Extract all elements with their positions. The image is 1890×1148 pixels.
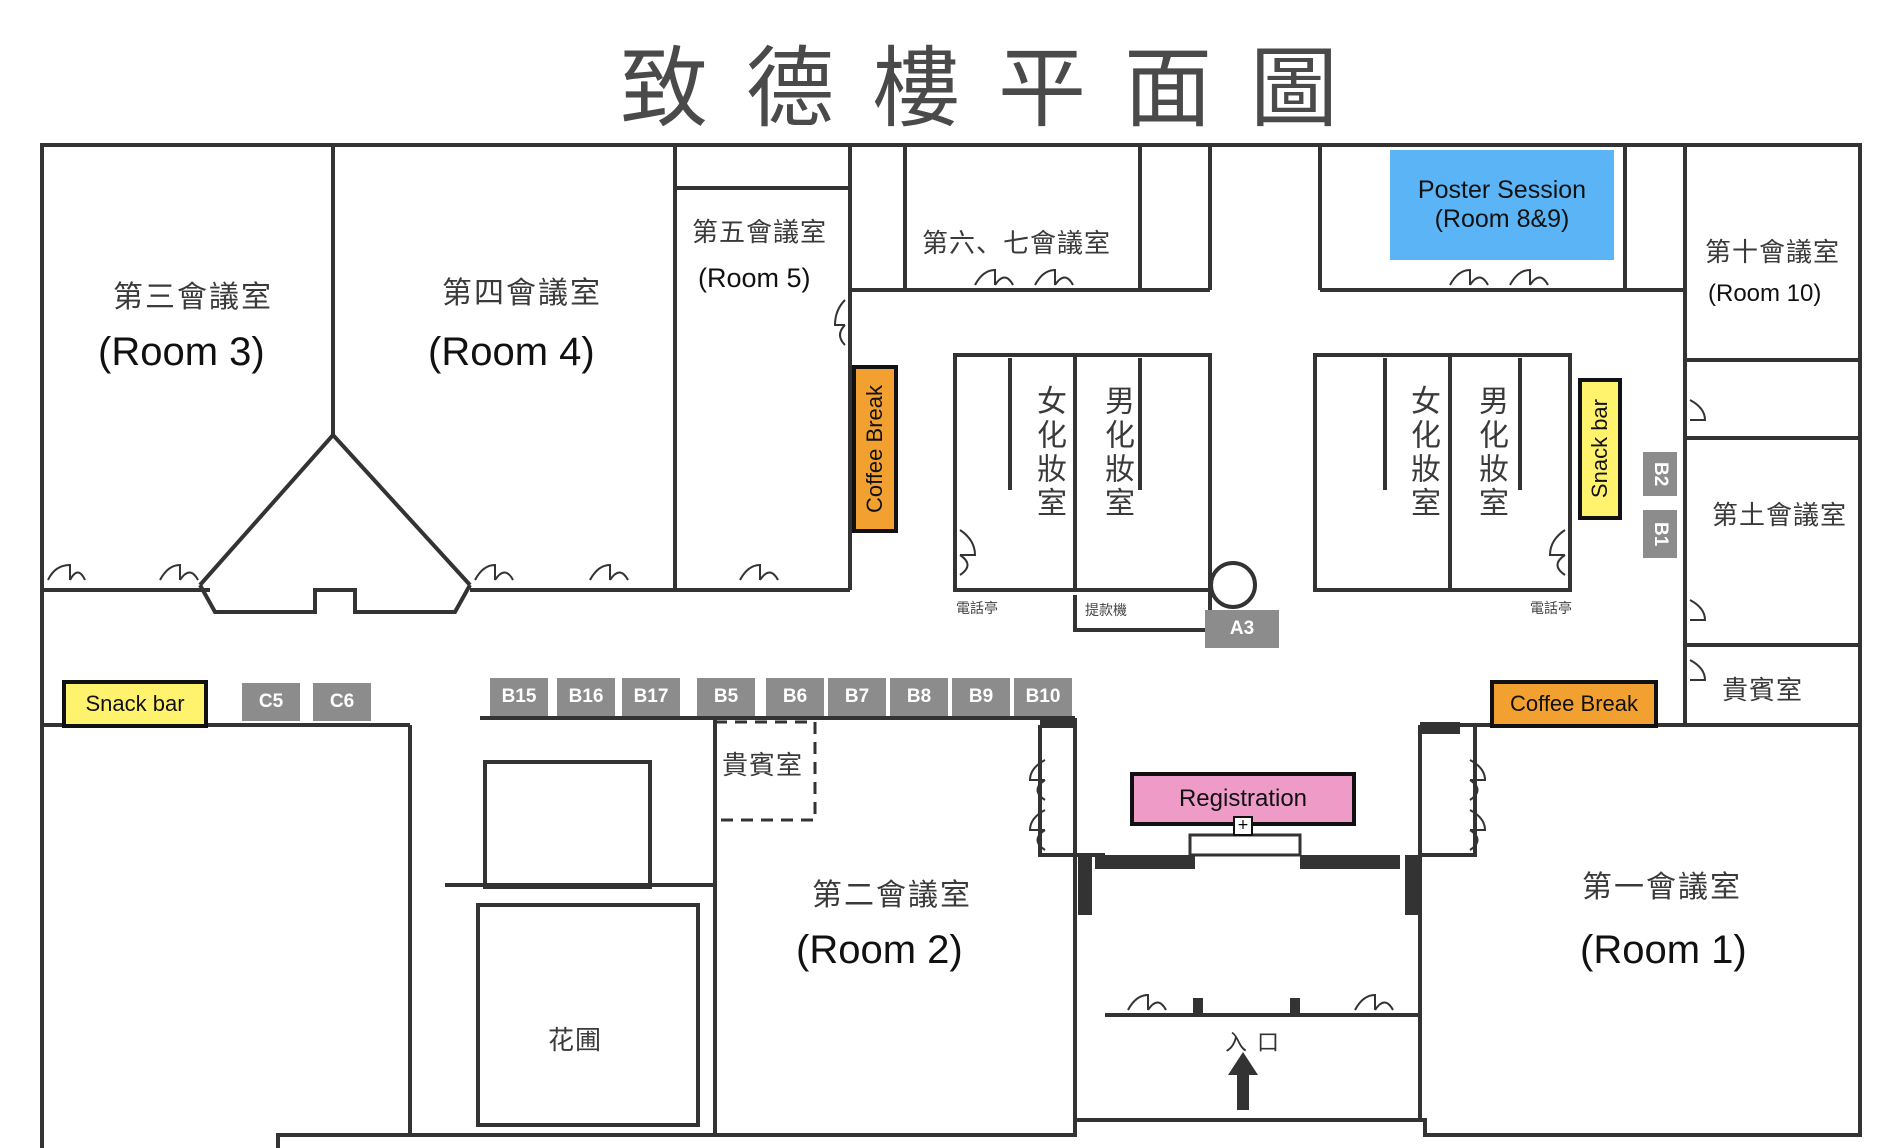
- snack-bar-vertical-label: Snack bar: [1587, 399, 1612, 499]
- booth-b16: B16: [557, 678, 615, 716]
- coffee-break-right-label: Coffee Break: [1509, 691, 1638, 716]
- booth-c6: C6: [313, 683, 371, 721]
- poster-session-room-label: (Room 8&9): [1434, 205, 1570, 233]
- vip-room-center-label: 貴賓室: [722, 751, 804, 781]
- right-men-restroom-label: 男化妝室: [1473, 385, 1508, 521]
- room10-zh-label: 第十會議室: [1705, 238, 1841, 268]
- poster-session-label: Poster Session: [1417, 176, 1587, 204]
- room5-en-label: (Room 5): [698, 263, 811, 293]
- room11-zh-label: 第土會議室: [1712, 501, 1848, 531]
- booth-b6: B6: [766, 678, 824, 716]
- room3-en-label: (Room 3): [98, 330, 265, 374]
- garden-label: 花圃: [548, 1026, 603, 1056]
- snack-bar-left-label: Snack bar: [85, 691, 185, 716]
- booth-b10: B10: [1014, 678, 1072, 716]
- left-men-restroom-label: 男化妝室: [1099, 385, 1134, 521]
- coffee-break-vertical-label: Coffee Break: [862, 384, 887, 513]
- right-women-restroom-label: 女化妝室: [1405, 385, 1440, 521]
- room10-en-label: (Room 10): [1708, 280, 1822, 307]
- room3-zh-label: 第三會議室: [113, 280, 273, 315]
- booth-b5: B5: [697, 678, 755, 716]
- room1-en-label: (Room 1): [1580, 928, 1747, 972]
- coffee-break-vertical: Coffee Break: [852, 365, 898, 533]
- vip-room-right-label: 貴賓室: [1722, 676, 1804, 706]
- poster-session-area: Poster Session (Room 8&9): [1390, 150, 1614, 260]
- page-title: 致德樓平面圖: [620, 37, 1377, 140]
- registration-label: Registration: [1178, 785, 1308, 812]
- phone-booth-right-label: 電話亭: [1530, 601, 1572, 617]
- registration-marker-icon: +: [1233, 816, 1253, 836]
- room1-zh-label: 第一會議室: [1582, 870, 1742, 905]
- phone-booth-left-label: 電話亭: [956, 601, 998, 617]
- room4-zh-label: 第四會議室: [442, 276, 602, 311]
- snack-bar-vertical: Snack bar: [1578, 378, 1622, 520]
- booth-b1: B1: [1643, 510, 1677, 558]
- left-women-restroom-label: 女化妝室: [1031, 385, 1066, 521]
- room4-en-label: (Room 4): [428, 330, 595, 374]
- booth-a3: A3: [1205, 610, 1279, 648]
- room2-en-label: (Room 2): [796, 928, 963, 972]
- room2-zh-label: 第二會議室: [812, 878, 972, 913]
- snack-bar-left: Snack bar: [62, 680, 208, 728]
- booth-b8: B8: [890, 678, 948, 716]
- coffee-break-right: Coffee Break: [1490, 680, 1658, 728]
- booth-c5: C5: [242, 683, 300, 721]
- booth-b15: B15: [490, 678, 548, 716]
- booth-b9: B9: [952, 678, 1010, 716]
- atm-label: 提款機: [1085, 603, 1127, 619]
- booth-b17: B17: [622, 678, 680, 716]
- booth-b2: B2: [1643, 452, 1677, 496]
- booth-b7: B7: [828, 678, 886, 716]
- room5-zh-label: 第五會議室: [692, 218, 828, 248]
- entrance-label: 入口: [1225, 1031, 1290, 1056]
- room67-zh-label: 第六、七會議室: [922, 229, 1112, 259]
